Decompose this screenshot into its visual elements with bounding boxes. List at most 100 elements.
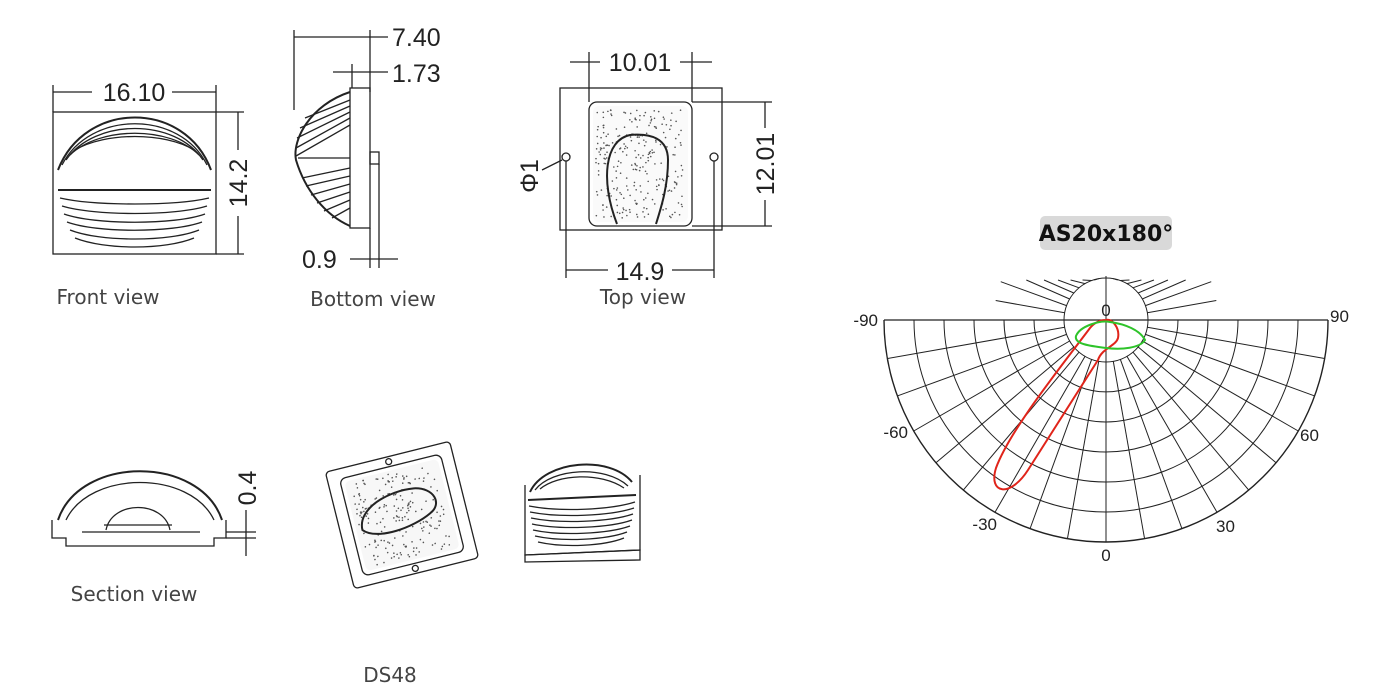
stipple-dot bbox=[630, 164, 633, 166]
stipple-dot bbox=[398, 519, 401, 522]
stipple-dot bbox=[387, 480, 390, 483]
stipple-dot bbox=[649, 115, 652, 118]
stipple-dot bbox=[402, 535, 404, 537]
stipple-dot bbox=[353, 495, 356, 498]
stipple-dot bbox=[642, 166, 644, 168]
stipple-dot bbox=[380, 539, 383, 542]
stipple-dot bbox=[363, 510, 365, 513]
polar-spoke bbox=[1145, 333, 1315, 397]
stipple-dot bbox=[401, 475, 404, 477]
stipple-dot bbox=[638, 142, 640, 145]
stipple-dot bbox=[653, 110, 656, 112]
stipple-dot bbox=[672, 153, 675, 156]
stipple-dot bbox=[655, 127, 658, 130]
stipple-dot bbox=[418, 551, 421, 553]
stipple-dot bbox=[610, 109, 612, 112]
stipple-dot bbox=[605, 144, 607, 147]
section-view-lens bbox=[105, 507, 171, 531]
iso-top-inner-frame bbox=[340, 454, 464, 576]
stipple-dot bbox=[395, 520, 397, 522]
stipple-dot bbox=[662, 116, 665, 119]
stipple-dot bbox=[608, 144, 610, 147]
stipple-dot bbox=[640, 191, 642, 193]
polar-title-badge bbox=[1040, 216, 1172, 250]
top-view-caption: Top view bbox=[599, 285, 686, 309]
stipple-dot bbox=[651, 149, 653, 151]
polar-upper-spoke bbox=[1026, 279, 1070, 300]
iso-top-stipple bbox=[353, 467, 451, 566]
stipple-dot bbox=[407, 518, 410, 521]
stipple-dot bbox=[642, 154, 644, 157]
polar-spoke bbox=[1142, 340, 1299, 432]
polar-chart: AS20x180° -90 90 -60 60 -30 30 0 0 bbox=[853, 216, 1349, 565]
stipple-dot bbox=[433, 478, 436, 481]
polar-title: AS20x180° bbox=[1039, 222, 1174, 247]
polar-tick-center-bottom: 0 bbox=[1101, 546, 1110, 565]
stipple-dot bbox=[616, 187, 619, 189]
stipple-dot bbox=[653, 125, 656, 128]
stipple-dot bbox=[386, 510, 388, 513]
stipple-dot bbox=[670, 119, 672, 121]
stipple-dot bbox=[643, 198, 645, 201]
stipple-dot bbox=[656, 188, 658, 191]
stipple-dot bbox=[390, 557, 393, 559]
top-view: 10.01 14.9 12.01 Φ1 Top view bbox=[516, 48, 780, 309]
stipple-dot bbox=[645, 141, 647, 143]
stipple-dot bbox=[634, 118, 637, 121]
stipple-dot bbox=[649, 155, 652, 158]
stipple-dot bbox=[617, 135, 619, 138]
stipple-dot bbox=[385, 504, 388, 507]
stipple-dot bbox=[440, 505, 443, 508]
stipple-dot bbox=[610, 215, 612, 218]
stipple-dot bbox=[421, 467, 423, 470]
iso-top-hole-top bbox=[385, 457, 393, 466]
stipple-dot bbox=[625, 209, 627, 212]
polar-upper-spoke bbox=[1142, 279, 1186, 300]
stipple-dot bbox=[602, 204, 604, 206]
stipple-dot bbox=[397, 507, 400, 510]
polar-spoke bbox=[1066, 361, 1100, 539]
section-view: 0.4 Section view bbox=[51, 470, 262, 606]
stipple-dot bbox=[647, 159, 650, 162]
stipple-dot bbox=[636, 136, 639, 138]
isometric-front-view bbox=[524, 463, 641, 563]
stipple-dot bbox=[359, 498, 362, 501]
stipple-dot bbox=[382, 495, 384, 497]
stipple-dot bbox=[398, 557, 400, 559]
stipple-dot bbox=[595, 161, 597, 164]
stipple-dot bbox=[426, 521, 429, 524]
stipple-dot bbox=[434, 542, 436, 545]
stipple-dot bbox=[428, 532, 431, 535]
polar-spoke bbox=[897, 333, 1067, 397]
top-view-inner-frame bbox=[588, 101, 693, 227]
stipple-dot bbox=[613, 166, 615, 168]
top-outerw-label-bg bbox=[608, 257, 672, 285]
stipple-dot bbox=[657, 110, 660, 113]
polar-upper-spoke bbox=[1132, 279, 1155, 289]
stipple-dot bbox=[595, 214, 598, 217]
stipple-dot bbox=[431, 544, 434, 546]
stipple-dot bbox=[356, 508, 358, 511]
stipple-dot bbox=[421, 527, 423, 530]
stipple-dot bbox=[659, 178, 661, 180]
stipple-dot bbox=[448, 535, 450, 538]
stipple-dot bbox=[613, 187, 615, 190]
stipple-dot bbox=[383, 504, 386, 506]
stipple-dot bbox=[395, 476, 397, 478]
stipple-dot bbox=[616, 204, 619, 207]
stipple-dot bbox=[373, 555, 375, 557]
stipple-dot bbox=[650, 119, 652, 122]
top-view-oval-window bbox=[606, 133, 670, 225]
stipple-dot bbox=[669, 128, 671, 131]
polar-upper-spoke bbox=[1145, 281, 1212, 307]
stipple-dot bbox=[629, 136, 632, 138]
polar-spoke bbox=[887, 326, 1065, 360]
stipple-dot bbox=[427, 472, 429, 475]
stipple-dot bbox=[390, 486, 393, 488]
stipple-dot bbox=[607, 133, 609, 135]
stipple-dot bbox=[415, 510, 417, 513]
polar-spoke bbox=[913, 340, 1070, 432]
stipple-dot bbox=[670, 112, 673, 114]
stipple-dot bbox=[375, 497, 378, 499]
stipple-dot bbox=[436, 527, 438, 530]
